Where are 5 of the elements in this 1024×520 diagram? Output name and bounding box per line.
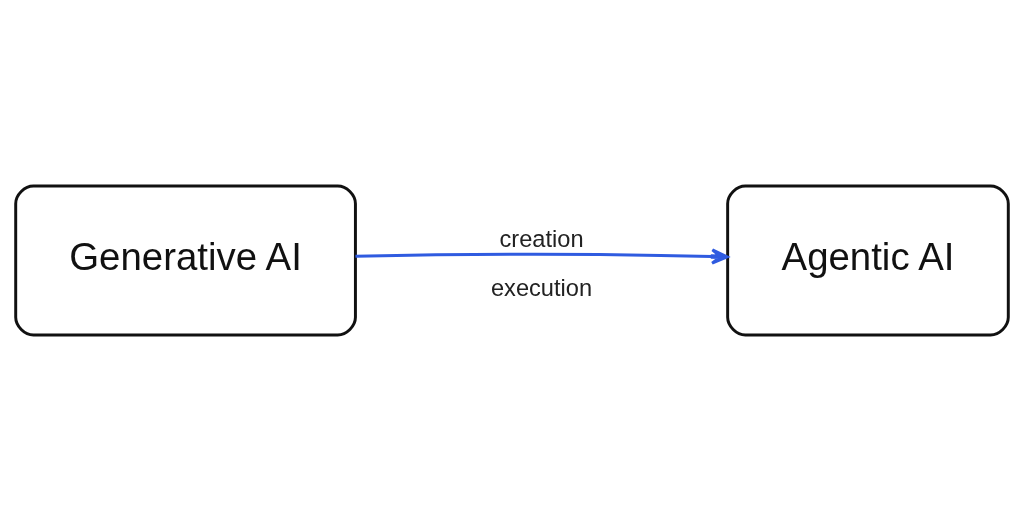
arrow xyxy=(355,247,729,265)
edge-label: creation xyxy=(499,225,584,252)
label: execution xyxy=(490,274,593,301)
node-box: Agentic AI xyxy=(726,183,1010,337)
node-box: Generative AI xyxy=(14,183,357,337)
